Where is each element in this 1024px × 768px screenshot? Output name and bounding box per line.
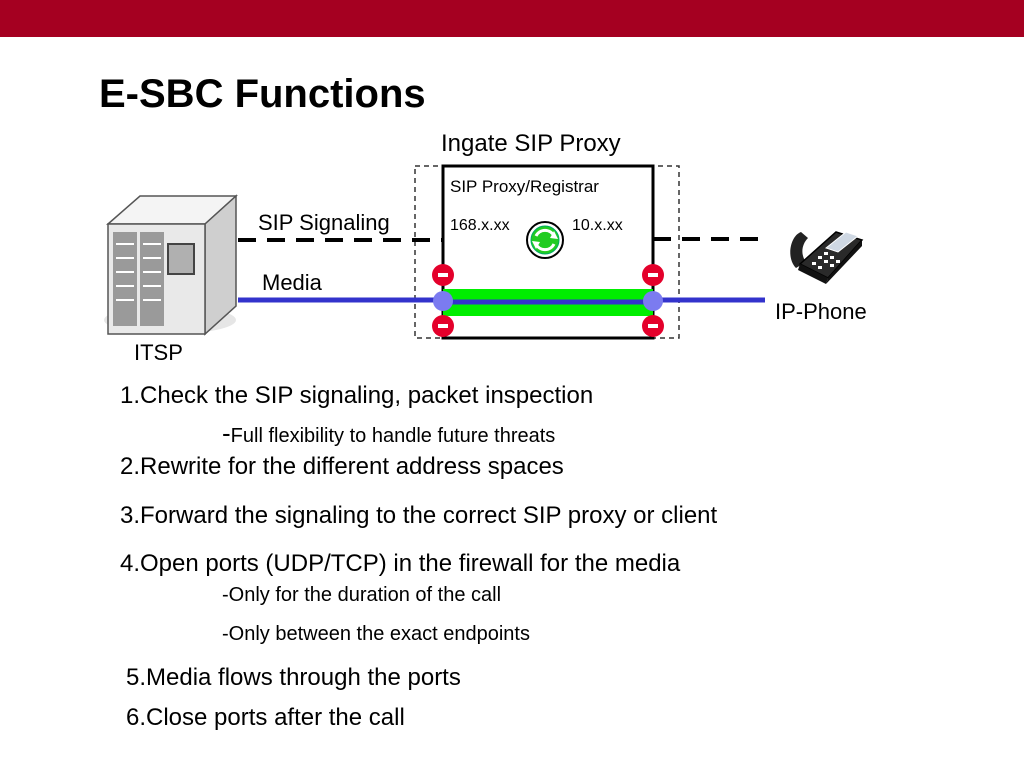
step-6: 6.Close ports after the call [126, 704, 405, 731]
step-3: 3.Forward the signaling to the correct S… [120, 502, 718, 529]
ip-phone-label: IP-Phone [775, 299, 867, 324]
step-1: 1.Check the SIP signaling, packet inspec… [120, 382, 594, 409]
step-5: 5.Media flows through the ports [126, 664, 461, 691]
step-4-sub-1: -Only for the duration of the call [222, 584, 502, 606]
step-4-sub-2: -Only between the exact endpoints [222, 623, 530, 645]
registrar-label: SIP Proxy/Registrar [450, 177, 599, 196]
port-closed-icon [432, 264, 454, 286]
page-title: E-SBC Functions [99, 72, 426, 116]
media-label: Media [262, 270, 322, 295]
port-left-blue [433, 291, 453, 311]
ip-right-label: 10.x.xx [572, 217, 623, 234]
proxy-box [441, 164, 655, 340]
header-bar [0, 0, 1024, 37]
ip-left-label: 168.x.xx [450, 217, 510, 234]
sip-signaling-label: SIP Signaling [258, 210, 390, 235]
server-icon [104, 194, 238, 336]
itsp-label: ITSP [134, 340, 183, 365]
step-2: 2.Rewrite for the different address spac… [120, 453, 564, 480]
ip-phone-icon [790, 231, 864, 284]
step-4: 4.Open ports (UDP/TCP) in the firewall f… [120, 550, 681, 577]
port-right-blue [643, 291, 663, 311]
ingate-proxy-label: Ingate SIP Proxy [441, 130, 621, 157]
port-closed-icon [642, 315, 664, 337]
proxy-switch-icon [526, 221, 564, 259]
step-1-sub: -Full flexibility to handle future threa… [222, 418, 556, 448]
port-closed-icon [432, 315, 454, 337]
port-closed-icon [642, 264, 664, 286]
